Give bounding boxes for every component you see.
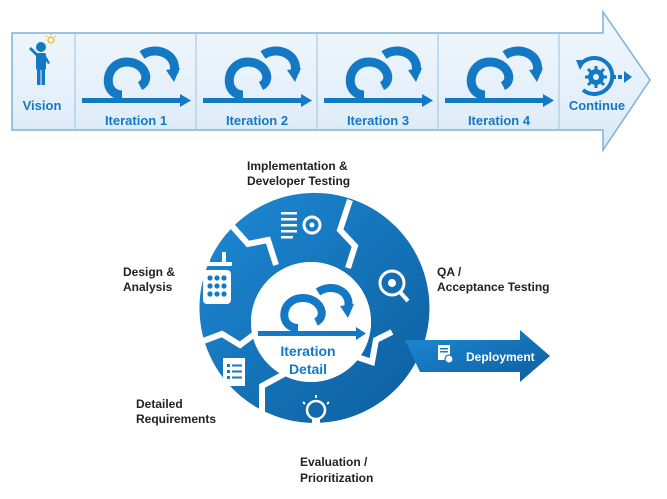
iteration-2-label: Iteration 2: [226, 113, 288, 128]
phase-requirements-line2: Requirements: [136, 412, 216, 426]
iteration-3-segment: Iteration 3: [324, 46, 433, 128]
wheel-ring: [199, 192, 430, 423]
phase-qa: QA / Acceptance Testing: [437, 265, 549, 294]
deploy-document-icon: [438, 345, 454, 364]
magnifier-gear-icon: [378, 269, 410, 303]
lightbulb-icon: [302, 395, 330, 425]
timeline-bar: Vision Iteration 1 Iteration 2: [11, 9, 651, 153]
center-title-line2: Detail: [289, 361, 327, 377]
center-title-line1: Iteration: [280, 343, 335, 359]
iteration-2-segment: Iteration 2: [203, 46, 312, 128]
center-cycle-icon: [258, 284, 366, 340]
cycle-arrow-icon: [466, 46, 543, 100]
deployment-label: Deployment: [466, 350, 535, 364]
phase-design: Design & Analysis: [123, 265, 175, 294]
vision-label: Vision: [23, 98, 62, 113]
phase-qa-line1: QA /: [437, 265, 462, 279]
person-idea-icon: [29, 33, 57, 85]
phase-implementation-line1: Implementation &: [247, 159, 348, 173]
phase-implementation: Implementation & Developer Testing: [247, 159, 350, 188]
iteration-3-label: Iteration 3: [347, 113, 409, 128]
phase-qa-line2: Acceptance Testing: [437, 280, 549, 294]
deployment-arrow[interactable]: [405, 330, 550, 382]
phase-evaluation-line1: Evaluation /: [300, 455, 368, 469]
continue-segment: Continue: [569, 55, 632, 113]
iteration-1-label: Iteration 1: [105, 113, 167, 128]
phase-requirements-line1: Detailed: [136, 397, 183, 411]
continue-label: Continue: [569, 98, 625, 113]
phase-design-line1: Design &: [123, 265, 175, 279]
iteration-4-label: Iteration 4: [468, 113, 531, 128]
design-tools-icon: [202, 252, 232, 304]
vision-segment: Vision: [23, 33, 62, 113]
iteration-4-segment: Iteration 4: [445, 46, 554, 128]
phase-evaluation: Evaluation / Prioritization: [300, 455, 373, 485]
cycle-arrow-icon: [224, 46, 301, 100]
iteration-1-segment: Iteration 1: [82, 46, 191, 128]
phase-evaluation-line2: Prioritization: [300, 471, 373, 485]
phase-design-line2: Analysis: [123, 280, 173, 294]
phase-implementation-line2: Developer Testing: [247, 174, 350, 188]
cycle-arrow-icon: [103, 46, 180, 100]
gear-cycle-icon: [576, 55, 632, 96]
cycle-arrow-icon: [345, 46, 422, 100]
checklist-icon: [223, 358, 245, 386]
code-gear-icon: [281, 212, 322, 239]
phase-requirements: Detailed Requirements: [136, 397, 216, 426]
iteration-detail-wheel: Deployment Iteration Detail: [193, 192, 550, 425]
timeline-arrow: [11, 9, 651, 153]
